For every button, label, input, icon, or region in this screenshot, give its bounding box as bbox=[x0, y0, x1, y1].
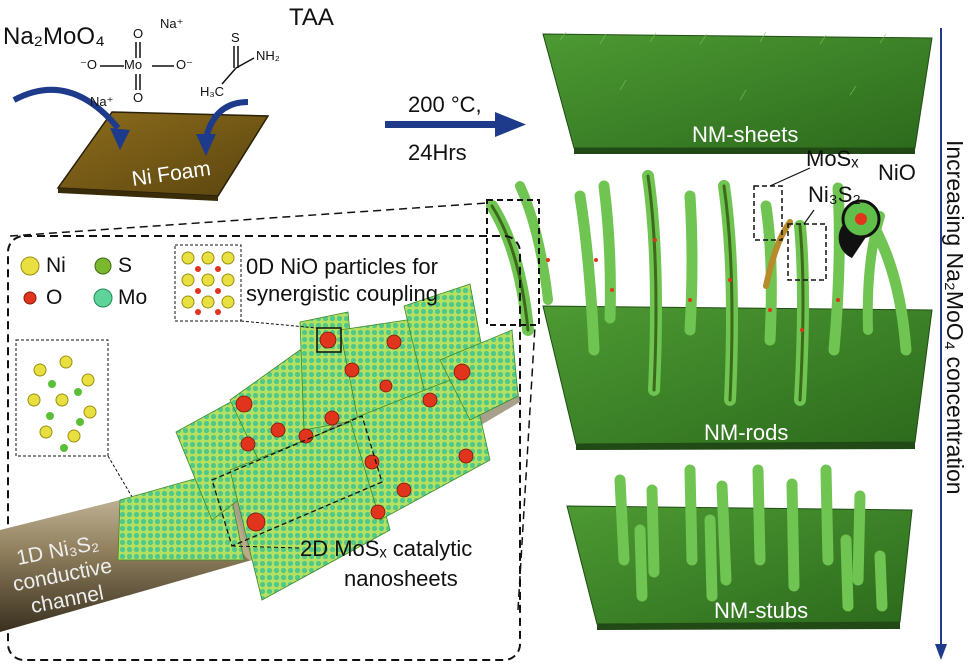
nio-inset-leader bbox=[240, 320, 318, 329]
ni-foam-plate bbox=[56, 111, 270, 201]
na-ion-top: Na⁺ bbox=[160, 16, 184, 31]
nm-stubs-label: NM-stubs bbox=[714, 598, 809, 623]
inset-frame bbox=[7, 235, 521, 661]
legend-o: O bbox=[46, 286, 63, 309]
nio-particles-label-line1: 0D NiO particles for bbox=[246, 254, 438, 279]
h3c-group: H₃C bbox=[200, 84, 225, 99]
ni3s2-crystal-inset bbox=[15, 339, 109, 457]
ni3s2-rod-label: Ni₃S₂ bbox=[808, 182, 861, 207]
zoom-line-bottom bbox=[517, 325, 536, 611]
legend-mo: Mo bbox=[118, 286, 148, 309]
ni3s2-leader bbox=[803, 209, 815, 225]
mos-leader bbox=[769, 167, 811, 187]
nio-particles-inset bbox=[235, 331, 474, 532]
mos-highlight-box bbox=[753, 185, 783, 241]
mosx-nanosheets-label-line2: nanosheets bbox=[344, 566, 458, 591]
nio-crystal-inset bbox=[174, 244, 242, 322]
zoom-line-top bbox=[9, 202, 488, 237]
mosx-rod-label: MoSₓ bbox=[806, 146, 859, 171]
na2moo4-label: Na₂MoO₄ bbox=[3, 23, 105, 50]
rod-highlight-box bbox=[486, 199, 540, 326]
nio-particles-label-line2: synergistic coupling bbox=[246, 281, 438, 306]
reactant-arrows bbox=[12, 86, 249, 139]
o-top: O bbox=[133, 26, 144, 41]
reaction-arrow bbox=[385, 112, 526, 137]
nio-rod-label: NiO bbox=[878, 160, 916, 185]
molybdate-bonds bbox=[100, 42, 174, 90]
o-minus-right: O⁻ bbox=[176, 57, 193, 72]
reaction-time: 24Hrs bbox=[408, 140, 467, 165]
o-minus-left: ⁻O bbox=[80, 57, 97, 72]
nio-dots-on-rods bbox=[546, 238, 840, 332]
arrowhead-right bbox=[196, 134, 216, 156]
nm-rods-label: NM-rods bbox=[704, 420, 789, 445]
legend-ni: Ni bbox=[46, 254, 66, 277]
arrowhead-left bbox=[110, 128, 130, 150]
ni3s2-highlight-box bbox=[787, 223, 827, 281]
nh2-group: NH₂ bbox=[256, 48, 280, 63]
nio-particle-bubble bbox=[838, 199, 881, 258]
concentration-arrow bbox=[935, 28, 947, 660]
nm-sheets-label: NM-sheets bbox=[692, 122, 799, 147]
inset-legend-atoms bbox=[20, 256, 113, 308]
na-ion-bottom: Na⁺ bbox=[90, 94, 114, 109]
mosx-highlight-box bbox=[211, 415, 383, 547]
o-bottom: O bbox=[133, 90, 144, 105]
nm-sheets-platform bbox=[542, 31, 933, 154]
taa-label: TAA bbox=[289, 4, 334, 31]
mosx-nanosheets-label-line1: 2D MoSₓ catalytic bbox=[300, 536, 473, 561]
taa-bonds bbox=[221, 46, 255, 85]
s-atom: S bbox=[231, 30, 240, 45]
mosx-label-leader bbox=[231, 545, 301, 549]
concentration-label: Increasing Na₂MoO₄ concentration bbox=[942, 140, 968, 495]
nio-particle-highlight bbox=[316, 327, 342, 353]
nm-stubs bbox=[614, 464, 888, 612]
mo-atom: Mo bbox=[124, 57, 143, 72]
reaction-temperature: 200 °C, bbox=[408, 92, 482, 117]
legend-s: S bbox=[118, 254, 133, 277]
